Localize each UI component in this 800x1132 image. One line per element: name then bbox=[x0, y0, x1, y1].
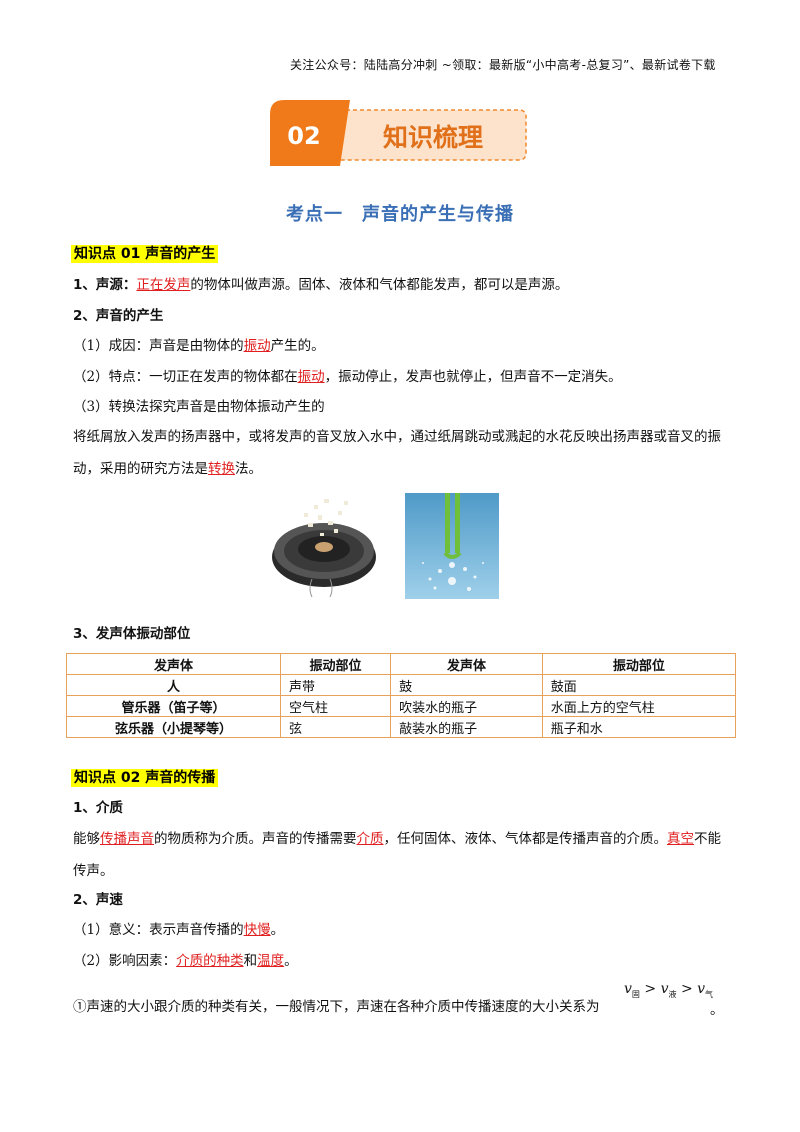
kp2-p1: 能够传播声音的物质称为介质。声音的传播需要介质，任何固体、液体、气体都是传播声音… bbox=[73, 823, 728, 887]
banner-graphic: 02 知识梳理 bbox=[270, 100, 527, 166]
table-cell: 声带 bbox=[279, 674, 392, 696]
text: ①声速的大小跟介质的种类有关，一般情况下，声速在各种介质中传播速度的大小关系为 bbox=[73, 999, 600, 1015]
kp1-item3-label: 3、发声体振动部位 bbox=[73, 626, 191, 642]
kp1-heading: 知识点 01 声音的产生 bbox=[71, 243, 219, 263]
formula-sub: 固 bbox=[631, 989, 640, 999]
text: （2）特点：一切正在发声的物体都在 bbox=[73, 369, 298, 385]
table-header-row: 发声体 振动部位 发声体 振动部位 bbox=[66, 653, 737, 675]
answer-blank: 温度 bbox=[257, 953, 285, 969]
text: 。 bbox=[270, 922, 285, 938]
item-label: 1、声源： bbox=[73, 277, 137, 293]
answer-blank: 振动 bbox=[243, 338, 271, 354]
kp1-title: 知识点 01 声音的产生 bbox=[71, 245, 219, 263]
answer-blank: 介质的种类 bbox=[176, 953, 244, 969]
section-banner: 02 知识梳理 bbox=[270, 100, 532, 166]
formula-gt: > bbox=[680, 981, 693, 997]
banner-title: 知识梳理 bbox=[383, 123, 483, 152]
table-row: 人 声带 鼓 鼓面 bbox=[66, 674, 737, 696]
kp2-heading: 知识点 02 声音的传播 bbox=[71, 767, 219, 787]
kp1-p4: 将纸屑放入发声的扬声器中，或将发声的音叉放入水中，通过纸屑跳动或溅起的水花反映出… bbox=[73, 421, 728, 485]
formula-period: 。 bbox=[710, 1002, 724, 1018]
table-cell: 管乐器（笛子等） bbox=[66, 695, 281, 717]
formula-sub: 液 bbox=[668, 989, 677, 999]
item-text: 的物体叫做声源。固体、液体和气体都能发声，都可以是声源。 bbox=[190, 277, 569, 293]
formula-v: v bbox=[697, 981, 706, 997]
formula-gt: > bbox=[644, 981, 657, 997]
text: 不能传声。 bbox=[73, 831, 721, 879]
table-header: 发声体 bbox=[390, 653, 543, 675]
text: （1）成因：声音是由物体的 bbox=[73, 338, 244, 354]
tuning-fork-water-image bbox=[405, 493, 499, 599]
table-header: 振动部位 bbox=[279, 653, 392, 675]
kp1-p2: （2）特点：一切正在发声的物体都在振动，振动停止，发声也就停止，但声音不一定消失… bbox=[73, 366, 622, 388]
formula-v: v bbox=[660, 981, 669, 997]
text: 的物质称为介质。声音的传播需要 bbox=[154, 831, 357, 847]
text: 能够 bbox=[73, 831, 100, 847]
text: ，任何固体、液体、气体都是传播声音的介质。 bbox=[383, 831, 668, 847]
answer-blank: 转换 bbox=[208, 461, 235, 477]
banner-number: 02 bbox=[287, 122, 320, 150]
answer-blank: 正在发声 bbox=[136, 277, 191, 293]
kp1-p1: （1）成因：声音是由物体的振动产生的。 bbox=[73, 335, 325, 357]
table-cell: 鼓面 bbox=[541, 674, 737, 696]
speed-formula: v固 > v液 > v气 bbox=[624, 981, 713, 1000]
text: 产生的。 bbox=[270, 338, 325, 354]
table-cell: 空气柱 bbox=[279, 695, 392, 717]
table-cell: 弦乐器（小提琴等） bbox=[66, 716, 281, 738]
table-cell: 瓶子和水 bbox=[541, 716, 737, 738]
table-cell: 吹装水的瓶子 bbox=[390, 695, 543, 717]
header-note: 关注公众号：陆陆高分冲刺 ~领取：最新版“小中高考-总复习”、最新试卷下载 bbox=[290, 58, 716, 72]
formula-v: v bbox=[624, 981, 632, 997]
table-header: 发声体 bbox=[66, 653, 281, 675]
kp2-item2-label: 2、声速 bbox=[73, 892, 123, 908]
vibration-table: 发声体 振动部位 发声体 振动部位 人 声带 鼓 鼓面 管乐器（笛子等） 空气柱… bbox=[66, 653, 737, 738]
formula-sub: 气 bbox=[705, 989, 714, 999]
kp1-item1: 1、声源：正在发声的物体叫做声源。固体、液体和气体都能发声，都可以是声源。 bbox=[73, 274, 568, 296]
table-cell: 敲装水的瓶子 bbox=[390, 716, 543, 738]
text: 法。 bbox=[235, 461, 262, 477]
kp2-p2: （1）意义：表示声音传播的快慢。 bbox=[73, 919, 284, 941]
answer-blank: 传播声音 bbox=[100, 831, 154, 847]
answer-blank: 快慢 bbox=[243, 922, 271, 938]
text: ，振动停止，发声也就停止，但声音不一定消失。 bbox=[324, 369, 622, 385]
text: （1）意义：表示声音传播的 bbox=[73, 922, 244, 938]
section-title: 考点一 声音的产生与传播 bbox=[286, 204, 514, 225]
table-cell: 弦 bbox=[279, 716, 392, 738]
speaker-image bbox=[268, 493, 380, 605]
text: 。 bbox=[284, 953, 298, 969]
answer-blank: 真空 bbox=[667, 831, 694, 847]
text: （2）影响因素： bbox=[73, 953, 177, 969]
kp1-p3: （3）转换法探究声音是由物体振动产生的 bbox=[73, 399, 325, 415]
table-cell: 水面上方的空气柱 bbox=[541, 695, 737, 717]
kp2-p4: ①声速的大小跟介质的种类有关，一般情况下，声速在各种介质中传播速度的大小关系为 bbox=[73, 996, 600, 1018]
kp2-title: 知识点 02 声音的传播 bbox=[71, 769, 219, 787]
answer-blank: 介质 bbox=[356, 831, 384, 847]
text: 将纸屑放入发声的扬声器中，或将发声的音叉放入水中，通过纸屑跳动或溅起的水花反映出… bbox=[73, 429, 721, 477]
table-header: 振动部位 bbox=[541, 653, 737, 675]
text: 和 bbox=[243, 953, 258, 969]
table-cell: 人 bbox=[66, 674, 281, 696]
kp2-p3: （2）影响因素：介质的种类和温度。 bbox=[73, 950, 298, 972]
kp1-item2-label: 2、声音的产生 bbox=[73, 308, 164, 324]
table-cell: 鼓 bbox=[390, 674, 543, 696]
answer-blank: 振动 bbox=[297, 369, 325, 385]
table-row: 管乐器（笛子等） 空气柱 吹装水的瓶子 水面上方的空气柱 bbox=[66, 695, 737, 717]
kp2-item1-label: 1、介质 bbox=[73, 800, 123, 816]
table-row: 弦乐器（小提琴等） 弦 敲装水的瓶子 瓶子和水 bbox=[66, 716, 737, 738]
